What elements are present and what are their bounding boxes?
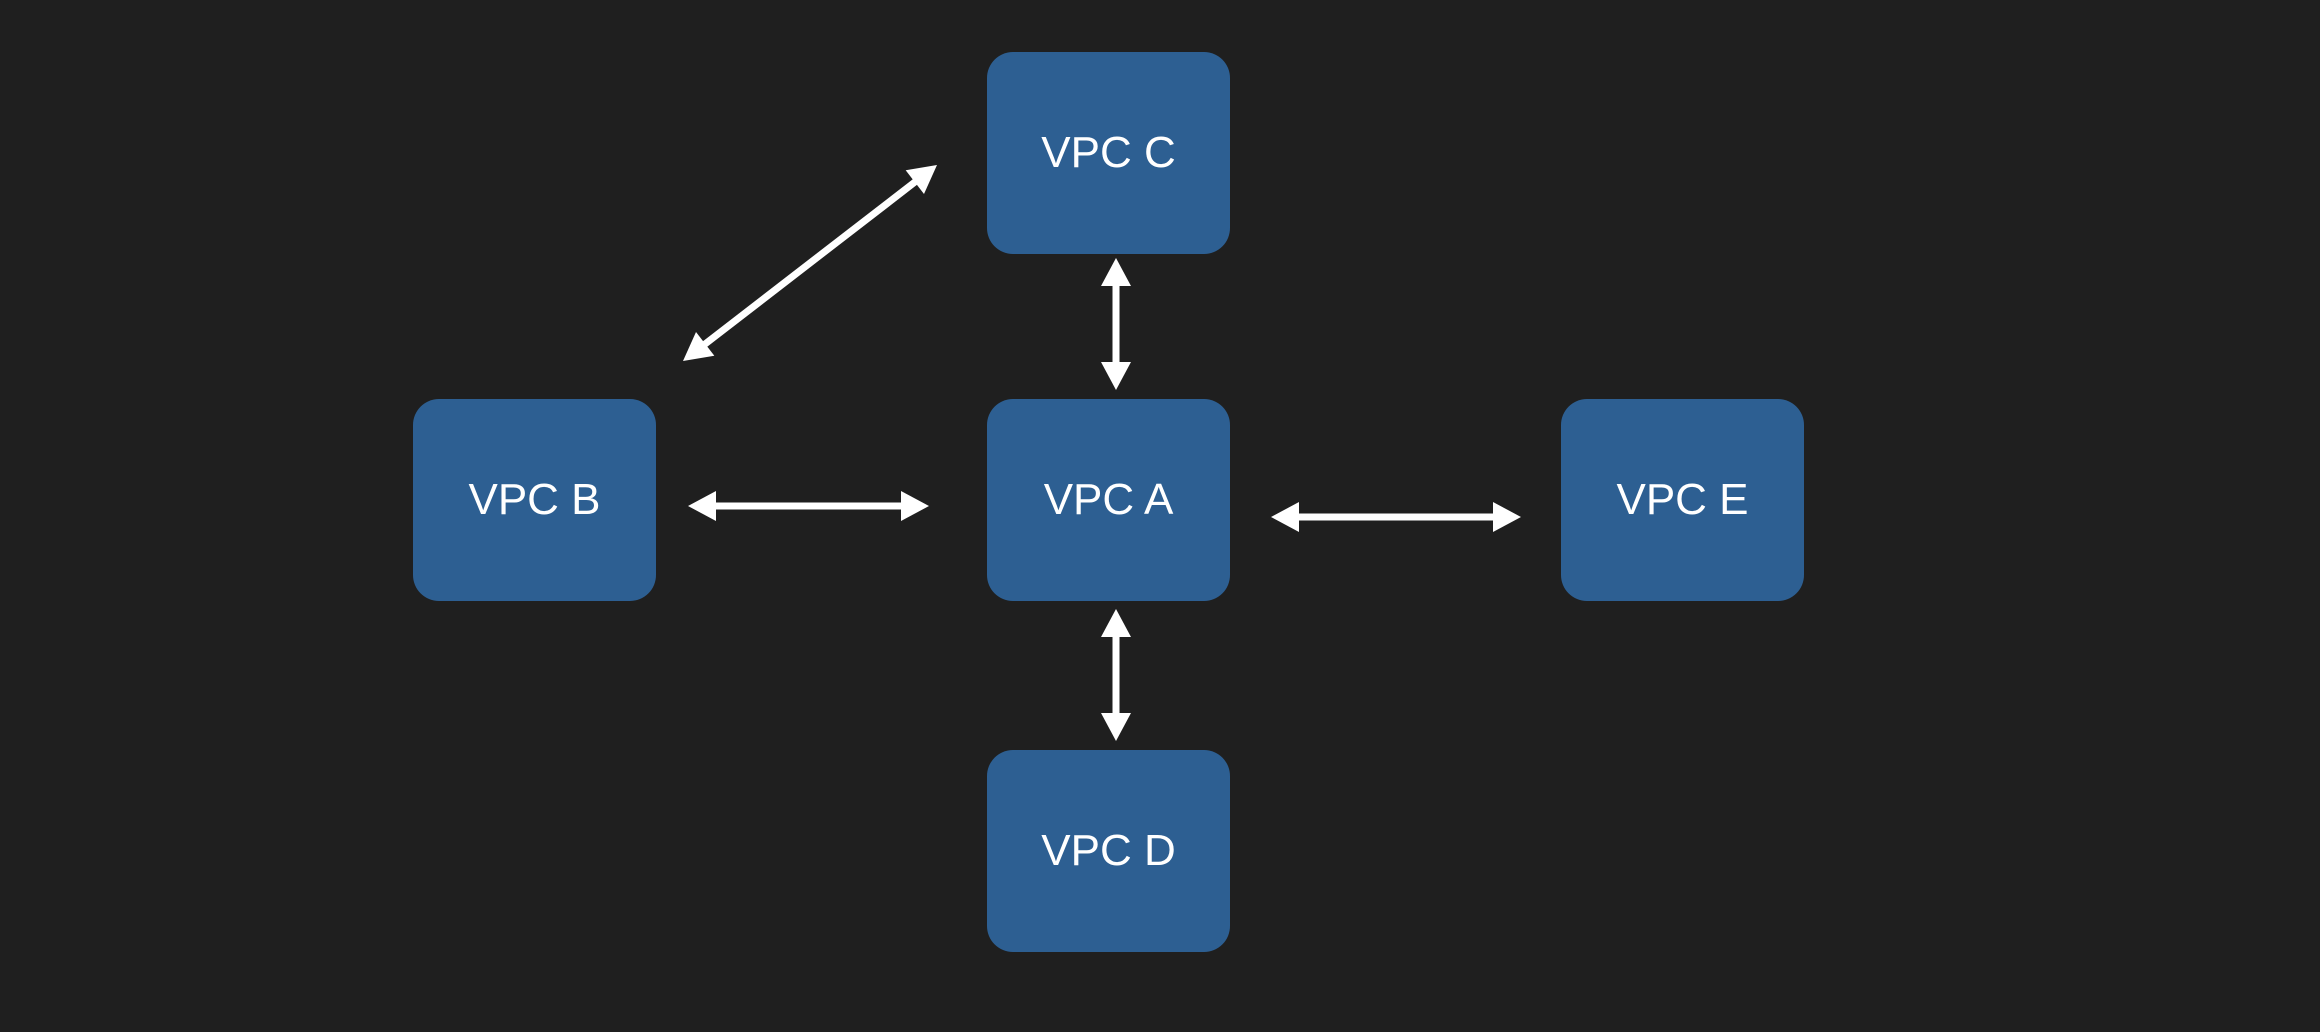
vpc-d-label: VPC D [1041,826,1176,875]
vpc-a-node: VPC A [987,399,1230,601]
arrow-a-d [1101,609,1131,741]
vpc-c-label: VPC C [1041,128,1176,177]
arrow-b-c [683,165,937,361]
vpc-d-node: VPC D [987,750,1230,952]
arrow-c-a [1101,258,1131,390]
vpc-c-node: VPC C [987,52,1230,254]
vpc-b-label: VPC B [468,475,601,524]
vpc-b-node: VPC B [413,399,656,601]
vpc-e-node: VPC E [1561,399,1804,601]
vpc-a-label: VPC A [1043,475,1174,524]
arrow-b-a [688,491,929,521]
arrow-a-e [1271,502,1521,532]
vpc-e-label: VPC E [1616,475,1749,524]
